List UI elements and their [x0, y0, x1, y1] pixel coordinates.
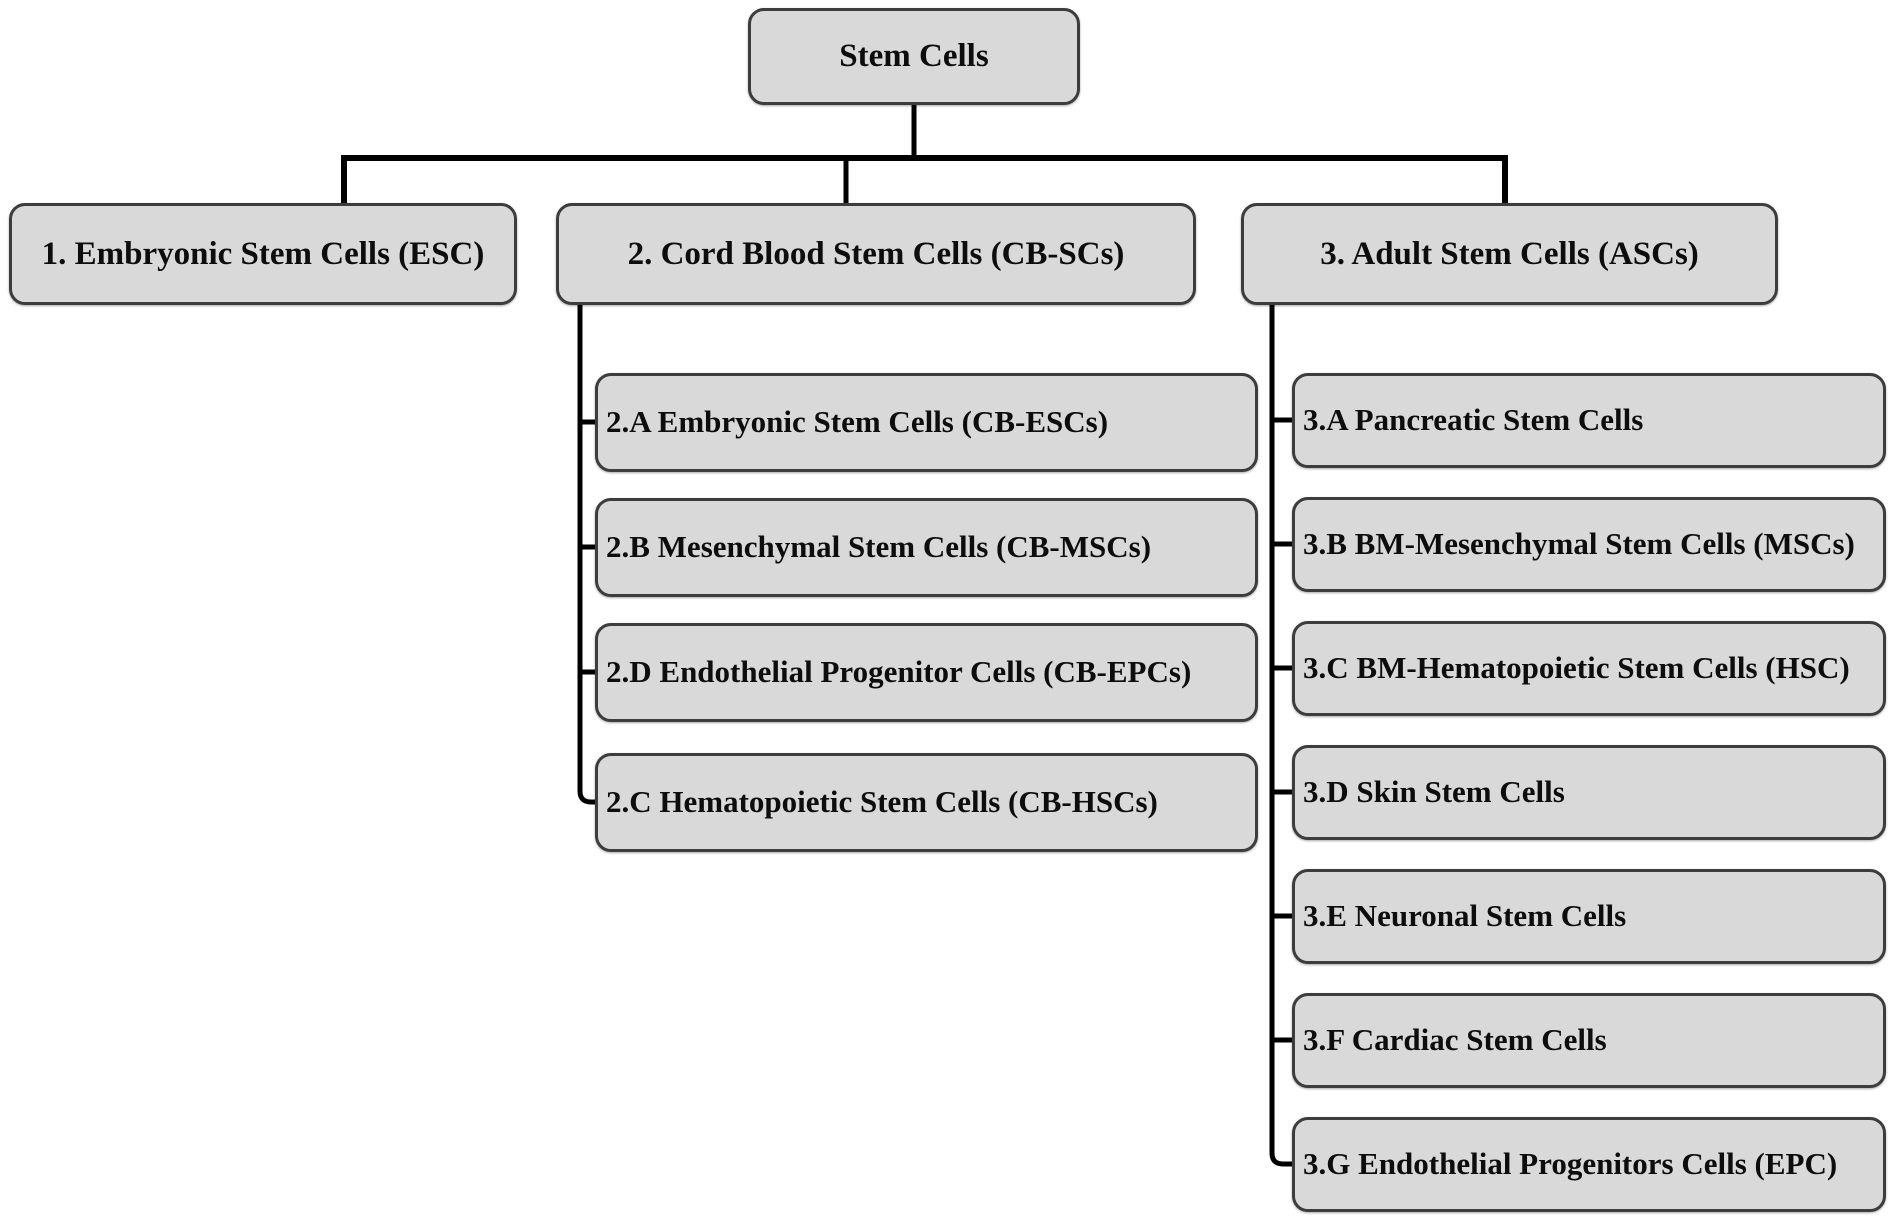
node-label: 3. Adult Stem Cells (ASCs) [1320, 235, 1699, 272]
node-stem-cells: Stem Cells [748, 8, 1080, 105]
node-label: Stem Cells [839, 38, 989, 75]
node-label: 1. Embryonic Stem Cells (ESC) [41, 235, 485, 272]
node-cardiac-stem-cells: 3.F Cardiac Stem Cells [1292, 993, 1886, 1088]
node-label: 2.B Mesenchymal Stem Cells (CB-MSCs) [606, 529, 1152, 565]
node-embryonic-stem-cells: 1. Embryonic Stem Cells (ESC) [9, 203, 517, 305]
node-label: 3.B BM-Mesenchymal Stem Cells (MSCs) [1303, 526, 1855, 562]
node-label: 3.D Skin Stem Cells [1303, 774, 1565, 810]
node-label: 3.C BM-Hematopoietic Stem Cells (HSC) [1303, 650, 1850, 686]
node-label: 2. Cord Blood Stem Cells (CB-SCs) [627, 235, 1125, 272]
node-label: 2.A Embryonic Stem Cells (CB-ESCs) [606, 404, 1109, 440]
node-adult-stem-cells: 3. Adult Stem Cells (ASCs) [1241, 203, 1778, 305]
node-cb-embryonic-stem-cells: 2.A Embryonic Stem Cells (CB-ESCs) [595, 373, 1258, 472]
node-label: 3.E Neuronal Stem Cells [1303, 898, 1627, 934]
node-cord-blood-stem-cells: 2. Cord Blood Stem Cells (CB-SCs) [556, 203, 1196, 305]
node-endothelial-progenitors-cells: 3.G Endothelial Progenitors Cells (EPC) [1292, 1117, 1886, 1212]
node-bm-hematopoietic-stem-cells: 3.C BM-Hematopoietic Stem Cells (HSC) [1292, 621, 1886, 716]
node-cb-endothelial-progenitor-cells: 2.D Endothelial Progenitor Cells (CB-EPC… [595, 623, 1258, 722]
node-label: 2.D Endothelial Progenitor Cells (CB-EPC… [606, 654, 1192, 690]
node-neuronal-stem-cells: 3.E Neuronal Stem Cells [1292, 869, 1886, 964]
node-bm-mesenchymal-stem-cells: 3.B BM-Mesenchymal Stem Cells (MSCs) [1292, 497, 1886, 592]
node-cb-hematopoietic-stem-cells: 2.C Hematopoietic Stem Cells (CB-HSCs) [595, 753, 1258, 852]
node-label: 2.C Hematopoietic Stem Cells (CB-HSCs) [606, 784, 1158, 820]
node-label: 3.G Endothelial Progenitors Cells (EPC) [1303, 1146, 1838, 1182]
node-label: 3.F Cardiac Stem Cells [1303, 1022, 1607, 1058]
node-label: 3.A Pancreatic Stem Cells [1303, 402, 1644, 438]
node-cb-mesenchymal-stem-cells: 2.B Mesenchymal Stem Cells (CB-MSCs) [595, 498, 1258, 597]
connector-spine-adult [1269, 302, 1294, 1167]
connector-rail [341, 155, 1508, 205]
node-pancreatic-stem-cells: 3.A Pancreatic Stem Cells [1292, 373, 1886, 468]
node-skin-stem-cells: 3.D Skin Stem Cells [1292, 745, 1886, 840]
